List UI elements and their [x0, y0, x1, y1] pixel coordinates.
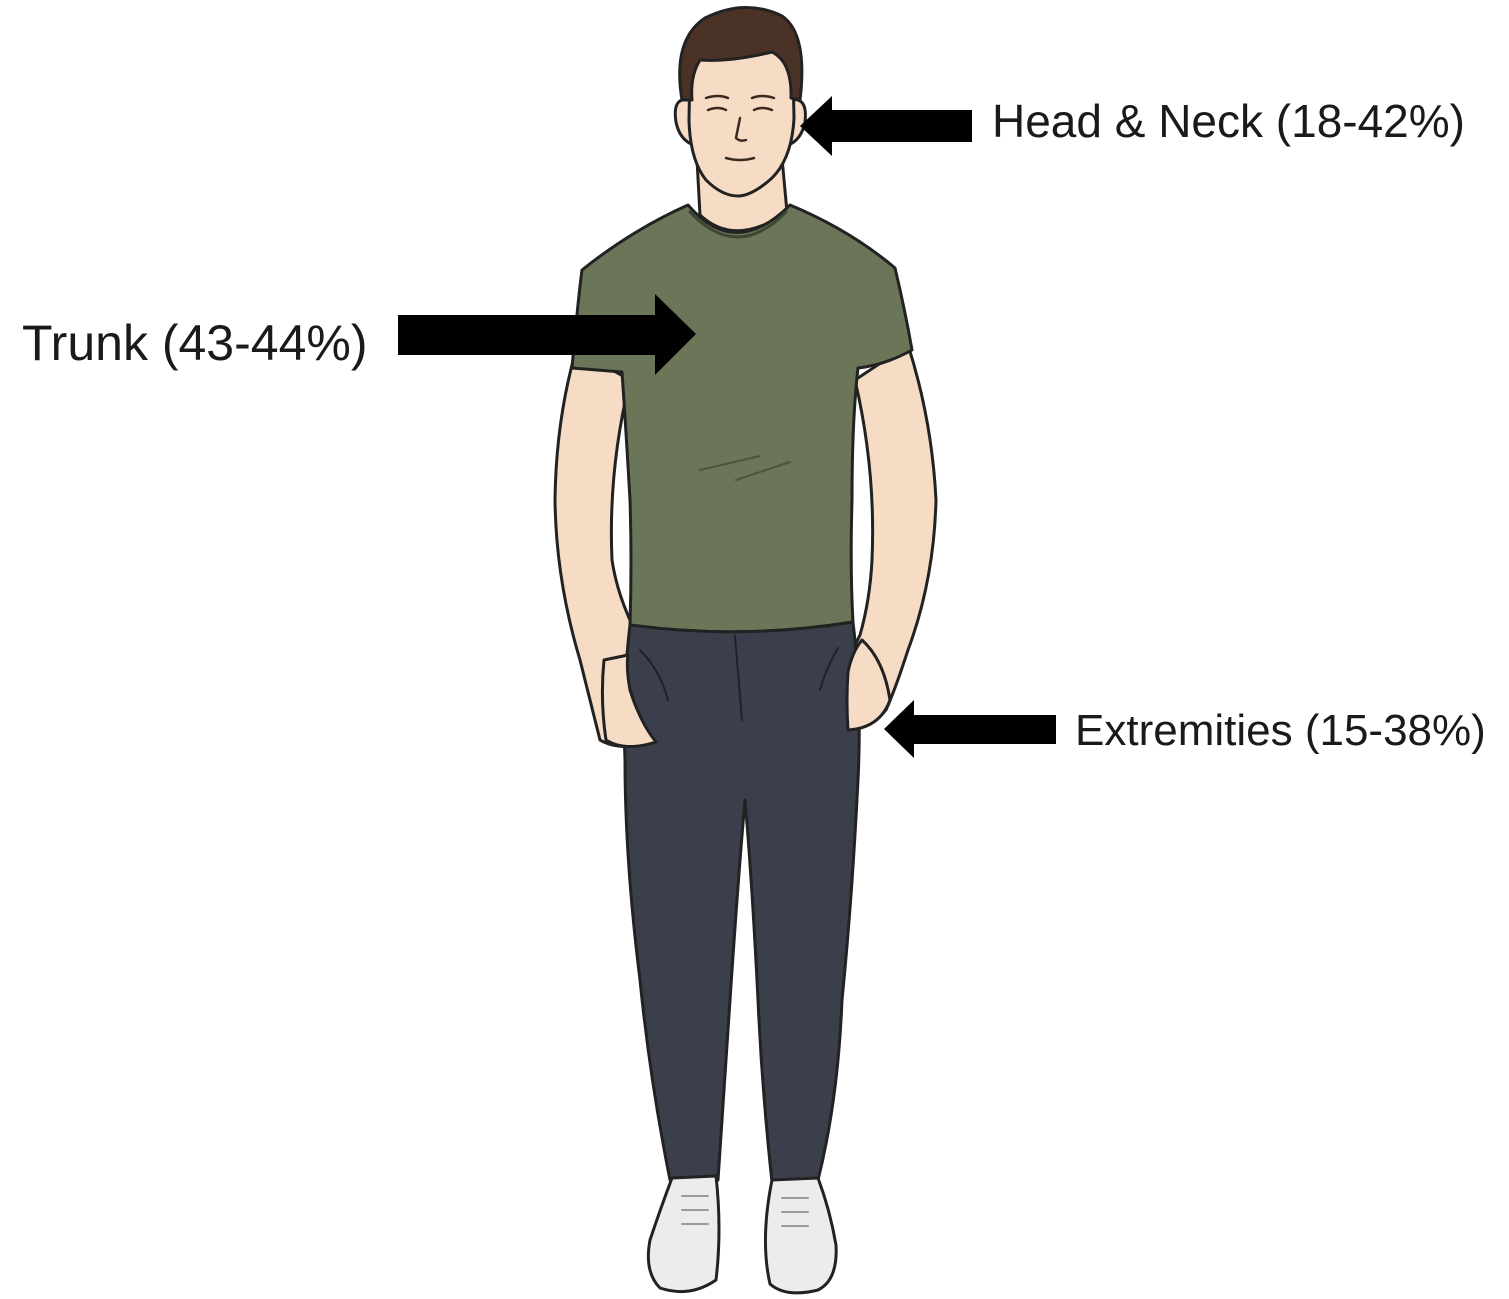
- label-extremities: Extremities (15-38%): [1075, 709, 1486, 753]
- figure-body: [555, 7, 936, 1292]
- label-head-neck: Head & Neck (18-42%): [992, 98, 1465, 144]
- figure-shoe-right: [765, 1178, 836, 1293]
- arrow-left-icon: [800, 96, 972, 156]
- arrow-left-icon: [884, 700, 1056, 758]
- figure-shoe-left: [648, 1176, 719, 1292]
- label-trunk: Trunk (43-44%): [22, 318, 367, 368]
